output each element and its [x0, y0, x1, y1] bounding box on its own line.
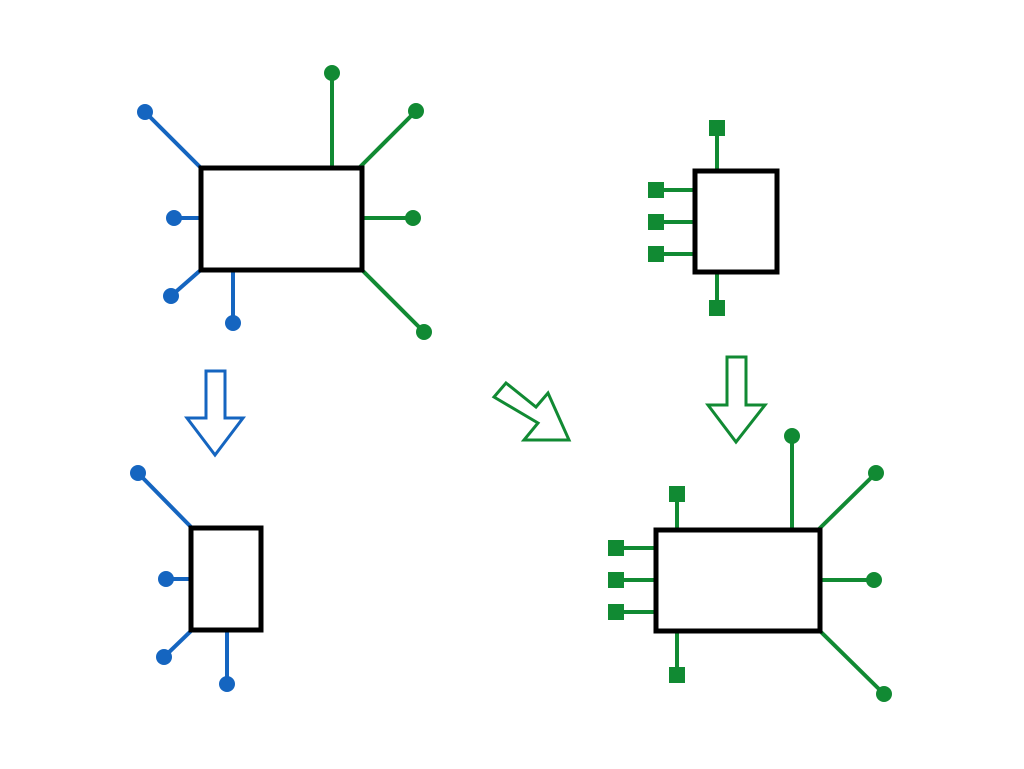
square-pin: [648, 182, 695, 198]
square-pin: [669, 486, 685, 530]
blue-pin: [225, 270, 241, 331]
blue-pin: [163, 266, 205, 304]
component-box: [653, 527, 823, 634]
square-pin: [608, 540, 656, 556]
component-box: [188, 525, 264, 633]
green-pin: [820, 572, 882, 588]
square-pin-component: [648, 120, 780, 316]
green-pin: [360, 268, 432, 340]
combined-component: [608, 428, 892, 702]
square-pin-group: [648, 120, 725, 316]
green-pin: [816, 465, 884, 532]
square-pin: [709, 272, 725, 316]
square-pin: [709, 120, 725, 171]
square-pin: [608, 604, 656, 620]
blue-pin: [158, 571, 191, 587]
square-pin: [608, 572, 656, 588]
green-pin: [324, 65, 340, 168]
blue-pin: [166, 210, 201, 226]
blue-pin: [219, 630, 235, 692]
blue-pin: [156, 627, 195, 665]
blue-subset-component: [130, 465, 264, 692]
square-pin: [648, 214, 695, 230]
arrow-diagonal: [491, 380, 572, 442]
blue-pin-group: [130, 465, 235, 692]
square-pin: [648, 246, 695, 262]
original-component: [137, 65, 432, 340]
square-pin: [669, 631, 685, 683]
green-pin: [784, 428, 800, 530]
green-pin: [818, 629, 892, 702]
green-pin: [358, 103, 424, 169]
component-box: [198, 165, 365, 273]
green-pin-group: [324, 65, 432, 340]
green-pin-group: [784, 428, 892, 702]
green-pin: [362, 210, 421, 226]
component-box: [692, 168, 780, 275]
arrow-down-left: [183, 369, 247, 458]
blue-pin: [137, 104, 205, 172]
square-pin-group: [608, 486, 685, 683]
blue-pin-group: [137, 104, 241, 331]
blue-pin: [130, 465, 194, 530]
arrow-down-right: [704, 355, 769, 445]
